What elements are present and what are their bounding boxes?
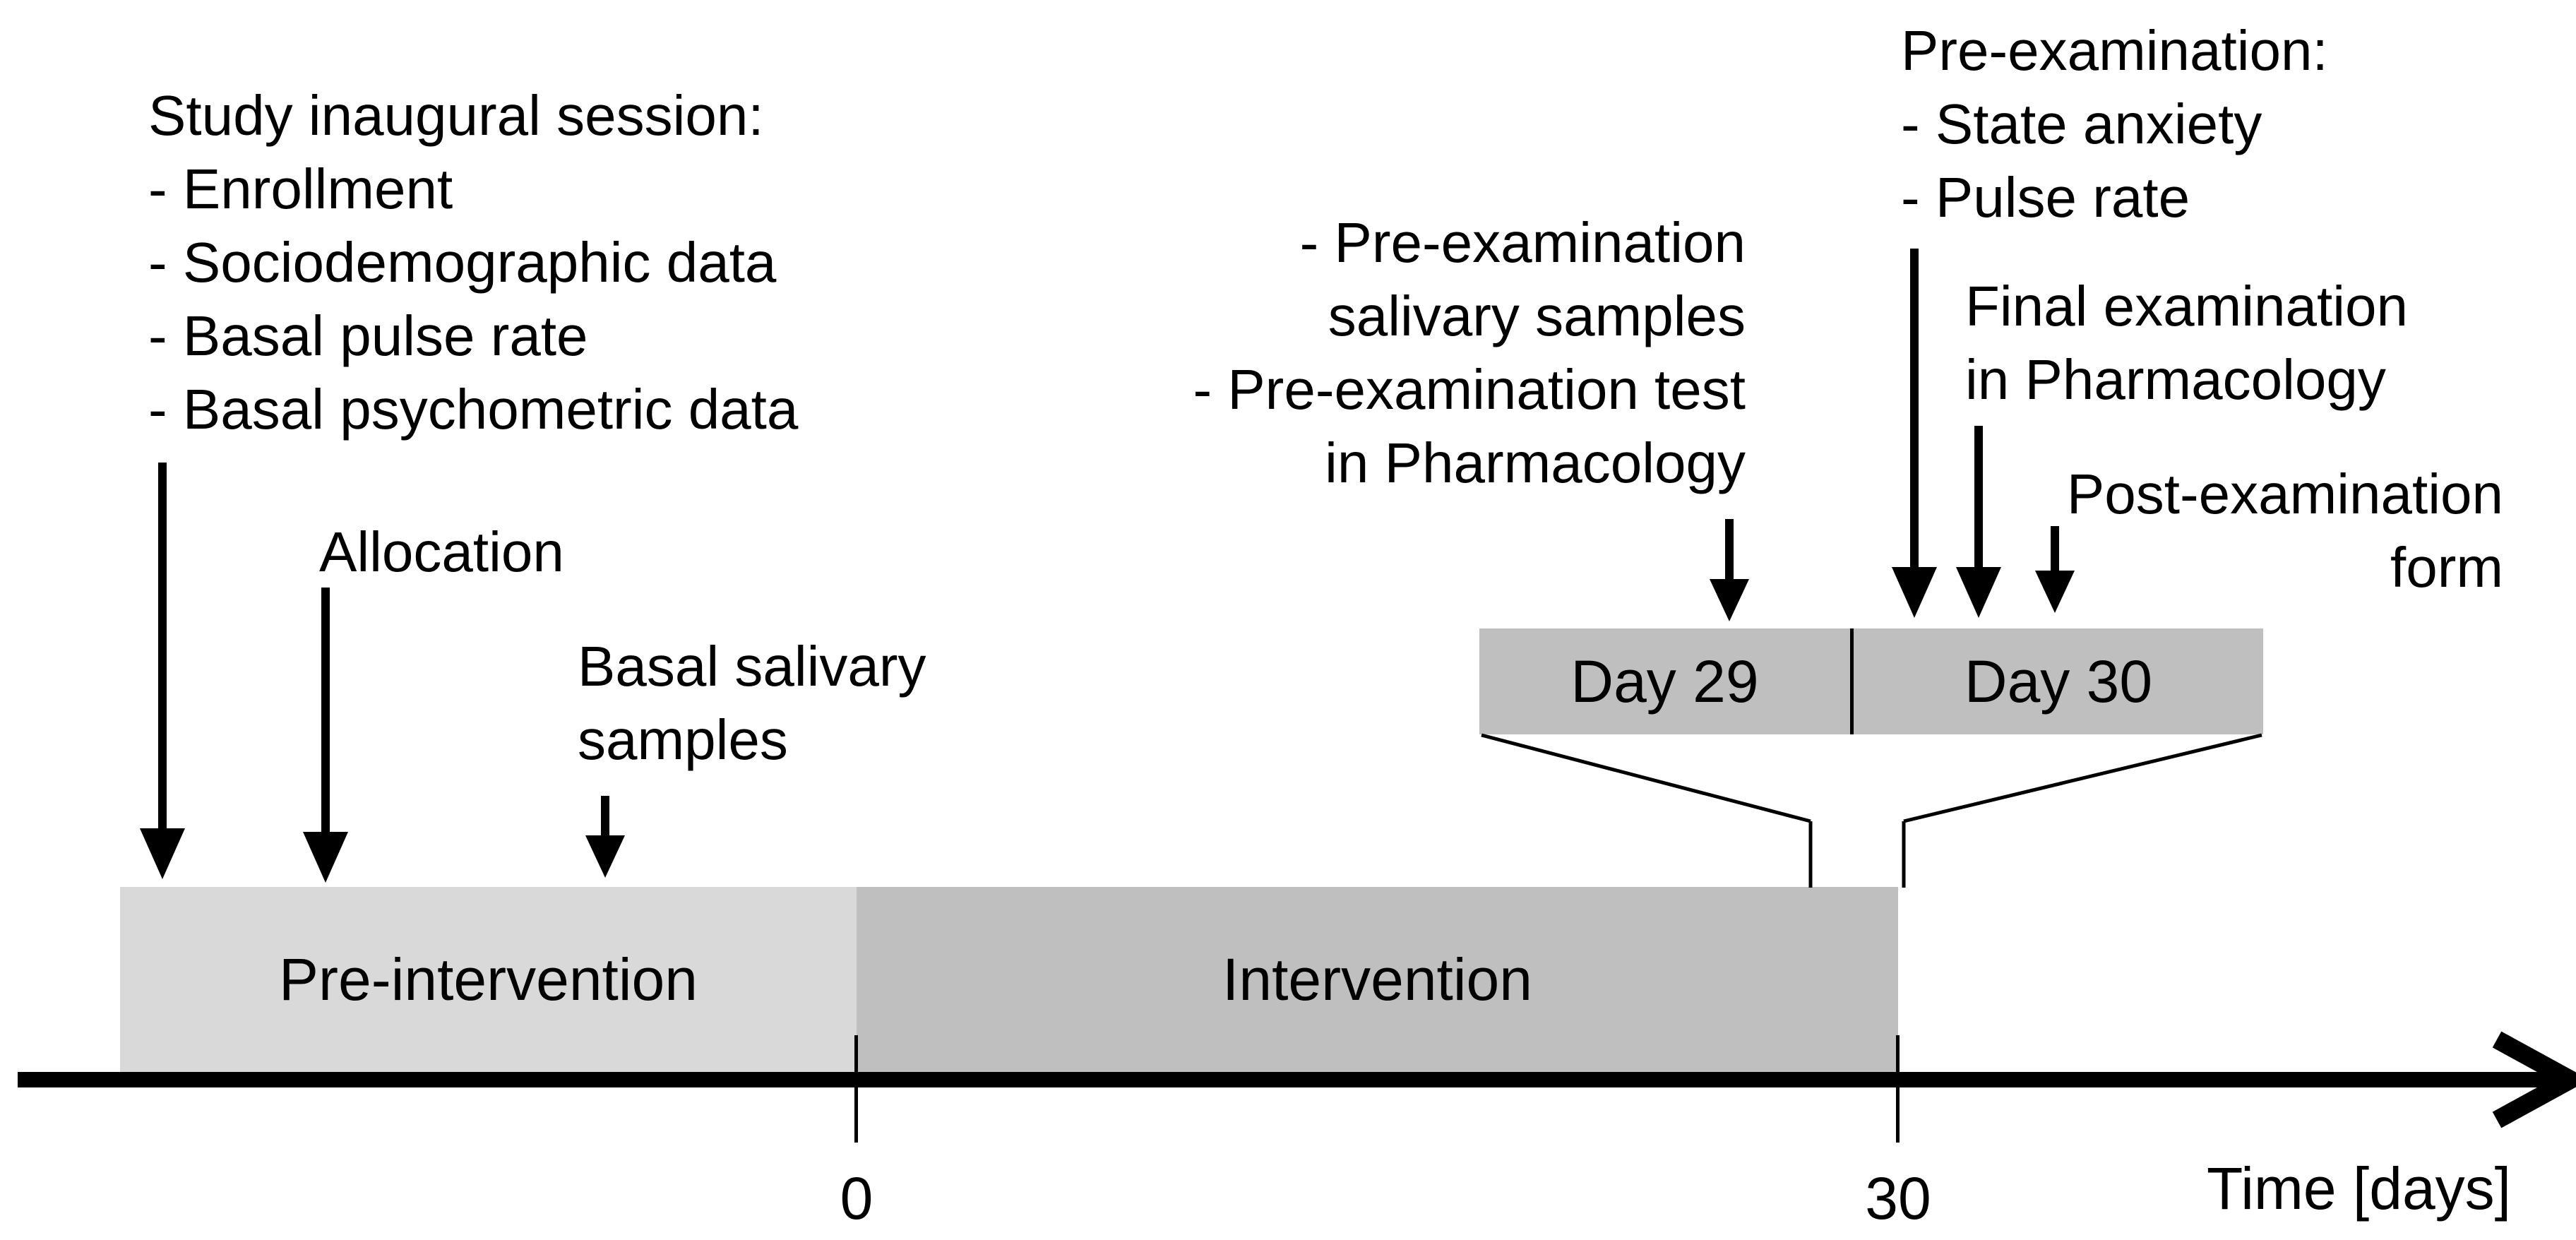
final-examination-note: Final examination in Pharmacology — [1965, 275, 2408, 411]
intervention-bar: Intervention — [857, 887, 1898, 1072]
pre-examination-day29-down-arrow-icon — [1710, 519, 1749, 621]
funnel-left-line — [1481, 733, 1811, 823]
final-examination-down-arrow-icon — [1956, 426, 2001, 618]
time-axis-title: Time [days] — [2207, 1155, 2511, 1222]
tick-label-0: 0 — [840, 1165, 873, 1232]
tick-label-30: 30 — [1865, 1165, 1931, 1232]
allocation-down-arrow-icon — [303, 588, 348, 883]
funnel-right-line — [1903, 733, 2262, 823]
post-examination-down-arrow-icon — [2035, 526, 2075, 613]
day29-cell: Day 29 — [1570, 648, 1759, 715]
day-divider-line — [1850, 628, 1854, 734]
pre-examination-day30-down-arrow-icon — [1892, 249, 1937, 618]
basal-salivary-down-arrow-icon — [585, 796, 625, 878]
pre-examination-day29-note: - Pre-examination salivary samples - Pre… — [1193, 211, 1746, 494]
time-axis-line — [18, 1072, 2556, 1087]
tick-day-0 — [854, 1035, 858, 1143]
day30-cell: Day 30 — [1964, 648, 2153, 715]
allocation-note: Allocation — [319, 520, 564, 583]
pre-intervention-label: Pre-intervention — [279, 946, 698, 1013]
tick-day-30 — [1896, 1035, 1900, 1143]
intervention-label: Intervention — [1222, 946, 1532, 1013]
post-examination-note: Post-examination form — [2066, 463, 2503, 599]
day29-day30-zoom-box: Day 29 Day 30 — [1479, 628, 2263, 734]
pre-intervention-bar: Pre-intervention — [120, 887, 857, 1072]
basal-salivary-note: Basal salivary samples — [578, 635, 926, 771]
inaugural-session-note: Study inaugural session: - Enrollment - … — [148, 84, 799, 441]
pre-examination-day30-note: Pre-examination: - State anxiety - Pulse… — [1901, 19, 2328, 229]
inaugural-session-down-arrow-icon — [140, 463, 185, 879]
